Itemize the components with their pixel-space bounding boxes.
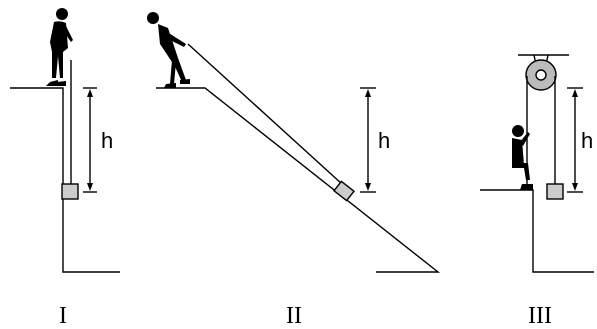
- panel-1-ground: [10, 87, 120, 273]
- panel-1-height-label: h: [101, 128, 113, 153]
- panel-2-rope: [187, 43, 343, 185]
- panel-2-numeral: II: [286, 303, 302, 329]
- panel-1: [10, 8, 120, 273]
- panel-3: [480, 54, 594, 273]
- panel-1-numeral: I: [59, 303, 67, 329]
- panel-2: [147, 12, 441, 273]
- panel-2-height-label: h: [378, 128, 390, 153]
- panel-3-height-marker: [567, 87, 583, 193]
- panel-3-block: [546, 183, 564, 200]
- panel-3-numeral: III: [528, 303, 552, 329]
- pulley-icon: [525, 54, 557, 91]
- panel-2-person-icon: [147, 12, 190, 88]
- panel-1-person-icon: [46, 8, 73, 86]
- panel-3-ground: [480, 189, 594, 273]
- panel-2-block: [333, 180, 355, 202]
- panel-2-height-marker: [360, 87, 376, 193]
- panel-1-height-marker: [83, 87, 97, 193]
- panel-3-height-label: h: [581, 128, 593, 153]
- panel-1-block: [61, 183, 79, 200]
- panel-2-ground: [156, 87, 441, 273]
- panel-3-person-icon: [512, 125, 533, 190]
